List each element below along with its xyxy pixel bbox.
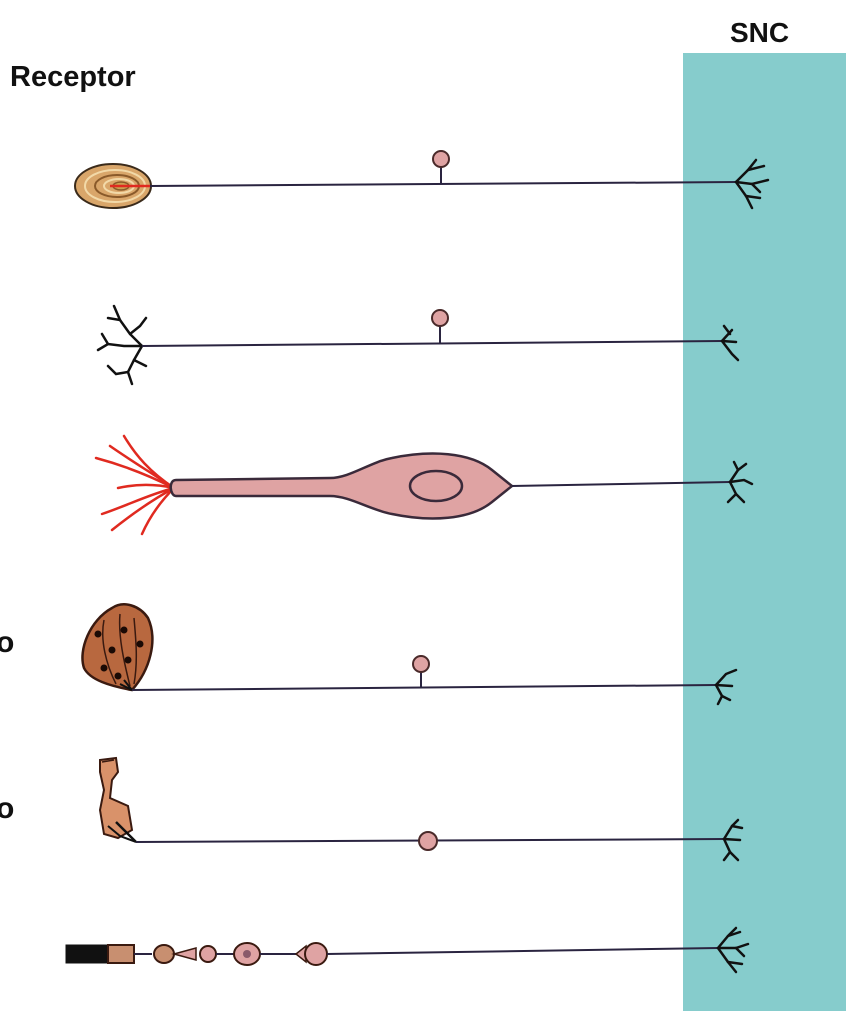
receptor-label: Receptor bbox=[10, 61, 136, 93]
cell-body bbox=[432, 310, 448, 326]
cns-label: SNC bbox=[730, 17, 789, 48]
axon bbox=[150, 182, 736, 186]
neuron-hair-cell bbox=[100, 758, 742, 860]
left-fragment-1: o bbox=[0, 626, 14, 659]
cns-region bbox=[683, 53, 846, 1011]
photoreceptor-chain-icon bbox=[66, 943, 327, 965]
hair-cell-icon bbox=[100, 758, 136, 842]
cell-body bbox=[433, 151, 449, 167]
axon bbox=[142, 341, 722, 346]
red-dendrite-endings-icon bbox=[96, 436, 174, 534]
neuron-muscle-spindle bbox=[82, 604, 736, 704]
axon bbox=[132, 685, 716, 690]
muscle-spindle-icon bbox=[82, 604, 152, 690]
lamellar-capsule-icon bbox=[75, 164, 151, 208]
neuron-bipolar-sensory-cell bbox=[96, 436, 752, 534]
left-fragment-2: o bbox=[0, 792, 14, 825]
axon bbox=[327, 948, 718, 954]
cell-body bbox=[413, 656, 429, 672]
neuron-free-nerve-ending bbox=[98, 306, 738, 384]
cell-body bbox=[419, 832, 437, 850]
neuron-photoreceptor-chain bbox=[66, 928, 748, 972]
free-nerve-ending-icon bbox=[98, 306, 146, 384]
neuron-pacinian-corpuscle bbox=[75, 151, 768, 208]
